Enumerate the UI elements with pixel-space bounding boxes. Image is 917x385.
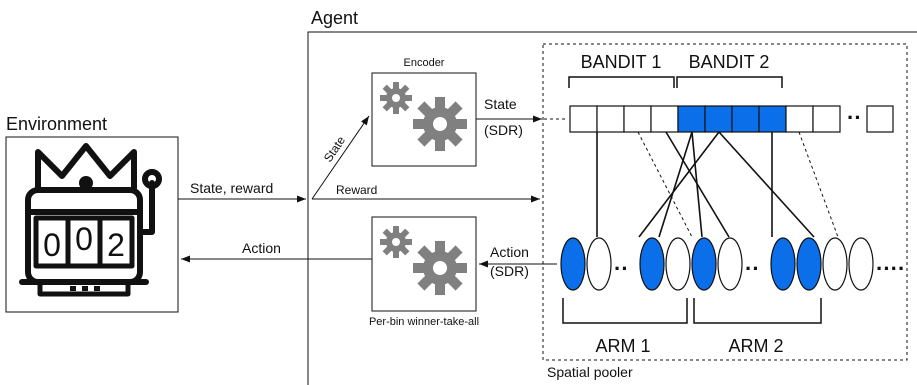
state-cell-last [866, 105, 894, 133]
action-sdr-label-2: (SDR) [490, 263, 529, 279]
encoder-label: Encoder [404, 57, 445, 69]
state-cell-7-active [731, 105, 760, 133]
arm-neuron-1-active [560, 237, 586, 291]
arm-neuron-3-active [639, 237, 665, 291]
state-to-encoder-arrow [311, 115, 370, 200]
environment-box [5, 136, 179, 313]
action-sdr-label: Action [490, 244, 529, 260]
agent-label: Agent [311, 8, 358, 28]
solid-connections [596, 131, 815, 238]
state-cells-ellipsis: ·· [847, 105, 862, 130]
arm2-bracket [693, 298, 822, 324]
encoder-gears-icon [380, 82, 467, 151]
arm1-label: ARM 1 [595, 336, 650, 356]
bandit1-bracket [568, 76, 675, 88]
arm-ellipsis-2: ·· [745, 256, 760, 281]
arm-neuron-8-active [796, 237, 822, 291]
state-cell-4 [650, 105, 679, 133]
state-cell-8-active [758, 105, 787, 133]
state-cell-3 [623, 105, 652, 133]
reward-label: Reward [336, 183, 377, 197]
arm-ellipsis-end: ···· [876, 256, 905, 281]
spatial-pooler-box [542, 43, 908, 361]
arm-neuron-10 [848, 237, 874, 291]
arm-neuron-6 [717, 237, 743, 291]
spatial-pooler-label: Spatial pooler [547, 364, 633, 380]
state-cell-10 [812, 105, 841, 133]
arm-ellipsis-1: ·· [614, 256, 629, 281]
arm-neuron-4 [665, 237, 691, 291]
state-cell-1 [569, 105, 598, 133]
wta-gears-icon [380, 226, 467, 295]
arm-neuron-2 [586, 237, 612, 291]
dashed-connections [637, 131, 839, 238]
state-branch-label: State [321, 133, 348, 164]
slot-digit-3: 2 [107, 227, 125, 263]
slot-machine-icon [19, 143, 162, 297]
wta-box [371, 216, 477, 312]
agent-boundary [307, 31, 917, 385]
bandit2-label: BANDIT 2 [689, 52, 770, 72]
environment-label: Environment [6, 114, 107, 134]
arm-neuron-7-active [770, 237, 796, 291]
state-cell-5-active [677, 105, 706, 133]
per-bin-label: Per-bin winner-take-all [369, 316, 479, 328]
state-cell-9 [785, 105, 814, 133]
state-sdr-label: State [484, 96, 517, 112]
bandit2-bracket [676, 76, 783, 88]
bandit1-label: BANDIT 1 [581, 52, 662, 72]
slot-digit-2: 0 [75, 221, 93, 257]
arm1-bracket [562, 298, 688, 324]
state-cell-2 [596, 105, 625, 133]
arm-neuron-9 [822, 237, 848, 291]
arm2-label: ARM 2 [728, 336, 783, 356]
state-cell-6-active [704, 105, 733, 133]
slot-digit-1: 0 [43, 227, 61, 263]
state-reward-label: State, reward [190, 180, 273, 196]
arm-neuron-5-active [691, 237, 717, 291]
slot-lights [70, 286, 100, 291]
action-label: Action [242, 240, 281, 256]
state-sdr-label-2: (SDR) [484, 122, 523, 138]
